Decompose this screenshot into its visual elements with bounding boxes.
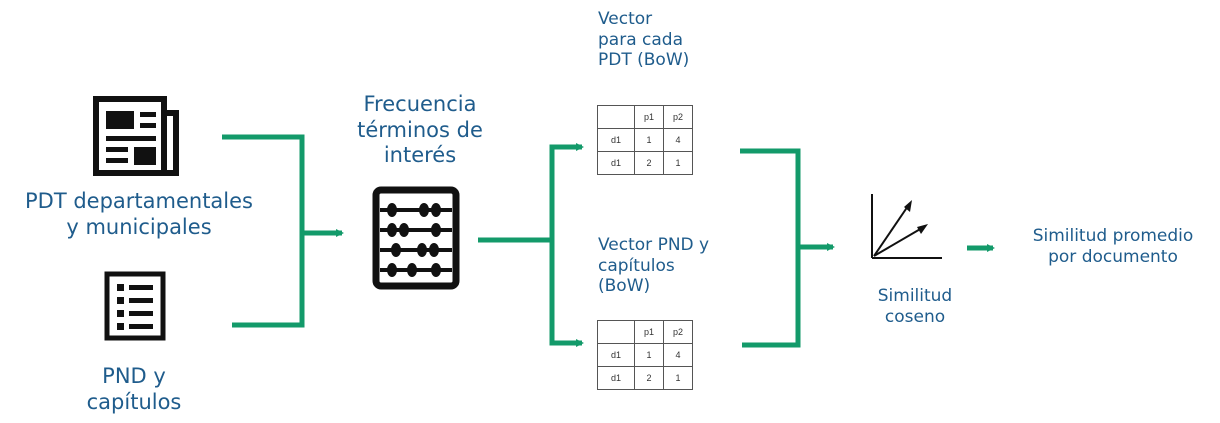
label-pdt-line-2: y municipales — [66, 214, 212, 239]
checklist-icon — [104, 271, 166, 341]
label-vector-pdt: Vector para cada PDT (BoW) — [598, 9, 689, 71]
label-frecuencia-line-2: términos de — [357, 117, 483, 142]
connector-merge-vectors — [740, 148, 801, 348]
table-cell: 2 — [634, 151, 664, 175]
table-cell: d1 — [597, 128, 635, 152]
label-vector-pnd-line-1: Vector PND y — [598, 235, 710, 255]
table-cell: 1 — [634, 128, 664, 152]
label-resultado-line-1: Similitud promedio — [1032, 226, 1194, 246]
label-similitud-line-2: coseno — [884, 306, 946, 327]
label-pnd-line-2: capítulos — [86, 389, 182, 414]
label-pdt-line-1: PDT departamentales — [24, 189, 253, 213]
label-similitud: Similitud coseno — [860, 286, 970, 327]
table-cell: 1 — [634, 343, 664, 367]
table-vector-pnd: p1 p2 d1 1 4 d1 2 1 — [597, 320, 693, 390]
table-row: d1 2 1 — [597, 366, 693, 390]
table-cell — [597, 105, 635, 129]
label-vector-pnd-line-3: (BoW) — [598, 276, 651, 297]
label-resultado: Similitud promedio por documento — [1010, 226, 1216, 267]
label-vector-pdt-line-3: PDT (BoW) — [598, 50, 690, 71]
label-frecuencia: Frecuencia términos de interés — [340, 92, 500, 169]
table-cell: p2 — [663, 320, 693, 344]
table-cell: 4 — [663, 128, 693, 152]
label-vector-pdt-line-2: para cada — [598, 29, 683, 50]
label-frecuencia-line-1: Frecuencia — [363, 92, 477, 116]
label-vector-pdt-line-1: Vector — [598, 9, 653, 29]
table-cell: 1 — [663, 366, 693, 390]
table-cell: 1 — [663, 151, 693, 175]
abacus-icon — [372, 186, 460, 290]
table-cell: 2 — [634, 366, 664, 390]
label-pnd-line-1: PND y — [102, 364, 166, 388]
label-resultado-line-2: por documento — [1048, 246, 1178, 267]
connector-to-vector-pnd — [549, 240, 584, 347]
table-cell: d1 — [597, 343, 635, 367]
table-cell: d1 — [597, 151, 635, 175]
label-frecuencia-line-3: interés — [383, 143, 457, 168]
table-row: d1 1 4 — [597, 343, 693, 367]
label-pnd: PND y capítulos — [84, 364, 184, 415]
table-vector-pdt: p1 p2 d1 1 4 d1 2 1 — [597, 105, 693, 175]
table-cell: 4 — [663, 343, 693, 367]
table-cell: p1 — [634, 105, 664, 129]
label-vector-pnd-line-2: capítulos — [598, 255, 675, 276]
table-cell: d1 — [597, 366, 635, 390]
table-row: d1 2 1 — [597, 151, 693, 175]
label-similitud-line-1: Similitud — [877, 286, 953, 306]
table-row: p1 p2 — [597, 105, 693, 129]
connector-to-vector-pdt — [549, 143, 584, 240]
table-row: d1 1 4 — [597, 128, 693, 152]
label-pdt: PDT departamentales y municipales — [10, 189, 268, 240]
newspaper-icon — [93, 96, 179, 176]
vector-chart-icon — [871, 194, 942, 259]
label-vector-pnd: Vector PND y capítulos (BoW) — [598, 235, 709, 297]
table-cell: p1 — [634, 320, 664, 344]
table-row: p1 p2 — [597, 320, 693, 344]
table-cell — [597, 320, 635, 344]
table-cell: p2 — [663, 105, 693, 129]
